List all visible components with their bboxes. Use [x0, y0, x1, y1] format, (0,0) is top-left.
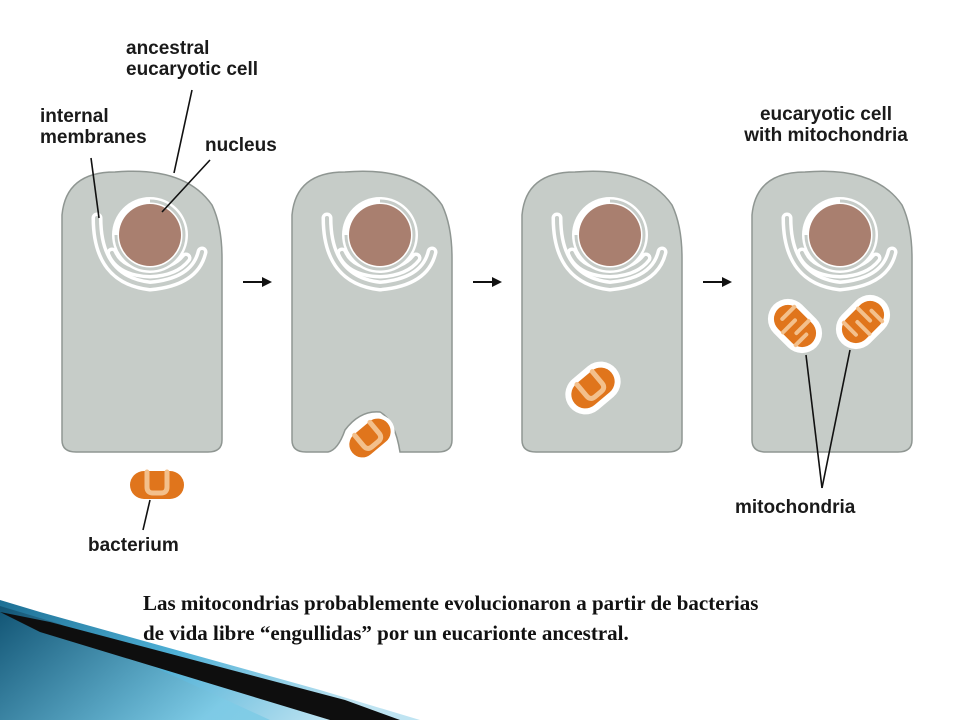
- label-internal-membranes: internal membranes: [40, 106, 147, 148]
- nucleus: [349, 204, 411, 266]
- label-mitochondria: mitochondria: [735, 497, 856, 518]
- label-nucleus: nucleus: [205, 135, 277, 156]
- nucleus: [579, 204, 641, 266]
- leader-lines: [90, 89, 851, 531]
- label-line: eucaryotic cell: [759, 104, 893, 125]
- caption-line-2: de vida libre “engullidas” por un eucari…: [143, 621, 629, 645]
- label-line: internal: [40, 106, 109, 127]
- cell-engulfing: [291, 170, 453, 462]
- label-line: membranes: [40, 127, 147, 148]
- label-line: ancestral: [126, 38, 210, 59]
- slide-caption: Las mitocondrias probablemente evolucion…: [143, 588, 943, 648]
- cell-with-mitochondria: [751, 170, 913, 453]
- corner-ribbon: [0, 600, 420, 720]
- cell-ancestral: [61, 170, 223, 453]
- label-ancestral-cell: ancestral eucaryotic cell: [126, 38, 258, 80]
- right-arrow-icon: [473, 277, 502, 287]
- mitochondrion: [835, 294, 891, 350]
- internal-membranes: [551, 212, 668, 292]
- caption-line-1: Las mitocondrias probablemente evolucion…: [143, 591, 759, 615]
- label-bacterium: bacterium: [88, 535, 179, 556]
- right-arrow-icon: [243, 277, 272, 287]
- bacterium-engulfing: [345, 414, 395, 462]
- nucleus: [809, 204, 871, 266]
- label-final-cell: eucaryotic cell with mitochondria: [728, 104, 924, 146]
- internal-membranes: [781, 212, 898, 292]
- mitochondrion: [767, 298, 823, 354]
- cell-engulfed: [521, 170, 683, 453]
- nucleus: [119, 204, 181, 266]
- label-line: eucaryotic cell: [126, 59, 259, 80]
- bacterium: [130, 469, 184, 499]
- label-line: with mitochondria: [744, 125, 908, 146]
- bacterium-in-vesicle: [565, 361, 621, 415]
- right-arrow-icon: [703, 277, 732, 287]
